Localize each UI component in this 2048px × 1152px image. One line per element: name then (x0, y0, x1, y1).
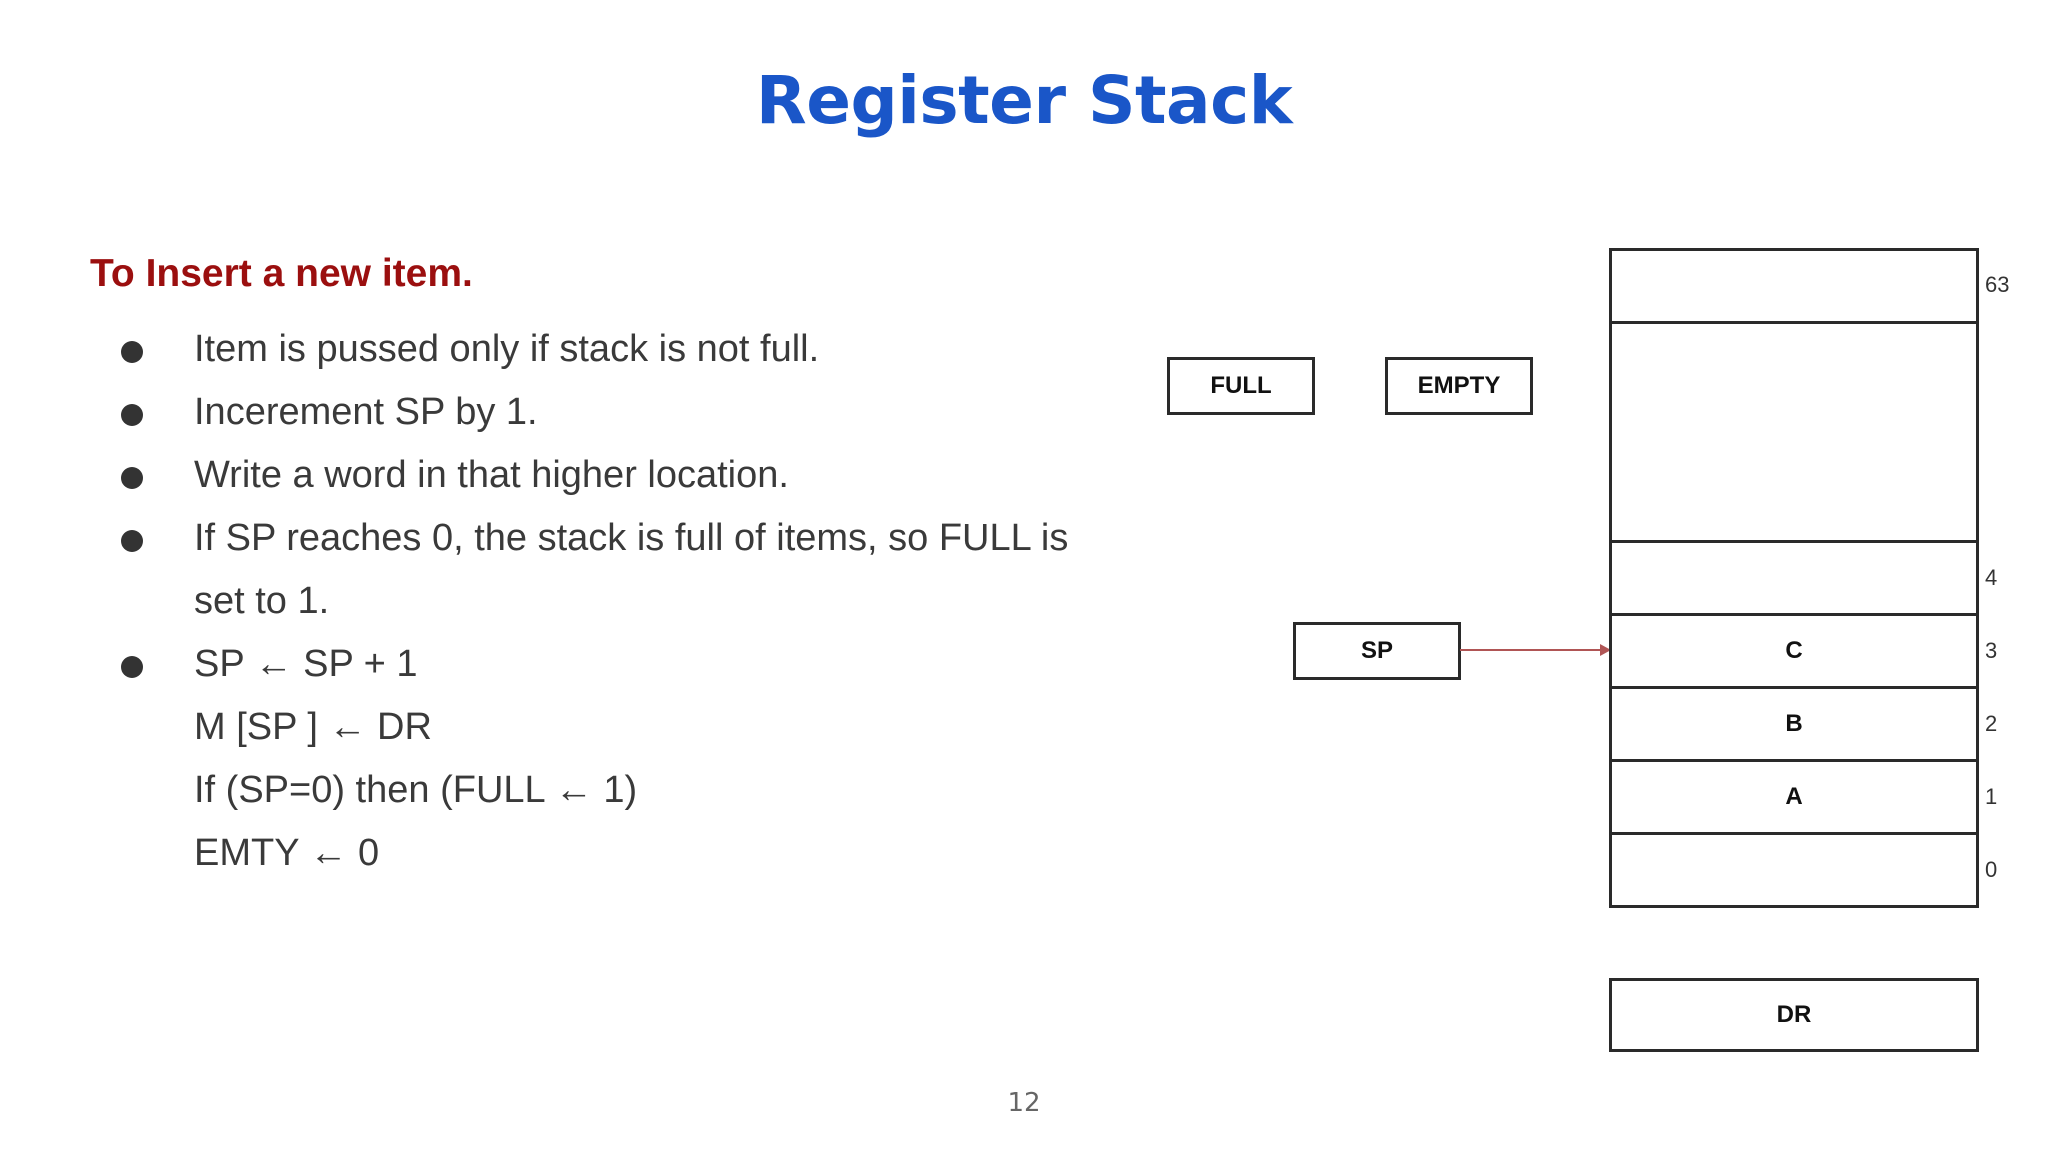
bullet-line: Incerement SP by 1. (194, 391, 538, 433)
stack-index-label: 3 (1985, 638, 1998, 663)
sp-pointer-arrow-icon (1460, 644, 1611, 656)
sp-register-box: SP (1293, 622, 1461, 680)
stack-index-label: 4 (1985, 565, 1998, 590)
slide-title: Register Stack (755, 62, 1293, 139)
bullet-dot-icon (121, 656, 143, 678)
memory-stack: C B A (1609, 248, 1979, 908)
page-number: 12 (1007, 1088, 1041, 1118)
stack-cell-gap (1612, 324, 1976, 543)
bullet-line-continuation: set to 1. (194, 580, 330, 622)
bullet-dot-icon (121, 404, 143, 426)
stack-cell-4 (1612, 543, 1976, 616)
stack-index-label: 0 (1985, 857, 1998, 882)
bullet-line-continuation: M [SP ] ← DR (194, 706, 432, 748)
stack-cell-63 (1612, 251, 1976, 324)
stack-index-label: 63 (1985, 272, 2010, 297)
bullet-dot-icon (121, 341, 143, 363)
section-heading: To Insert a new item. (90, 252, 473, 295)
bullet-line: SP ← SP + 1 (194, 643, 418, 685)
full-flag-box: FULL (1167, 357, 1315, 415)
bullet-line: Item is pussed only if stack is not full… (194, 328, 820, 370)
stack-index-label: 1 (1985, 784, 1998, 809)
stack-cell-1: A (1612, 762, 1976, 835)
bullet-line: If SP reaches 0, the stack is full of it… (194, 517, 1069, 559)
stack-cell-0 (1612, 835, 1976, 905)
bullet-line-continuation: EMTY ← 0 (194, 832, 380, 874)
stack-cell-3: C (1612, 616, 1976, 689)
stack-cell-2: B (1612, 689, 1976, 762)
empty-flag-box: EMPTY (1385, 357, 1533, 415)
bullet-line: Write a word in that higher location. (194, 454, 789, 496)
stack-index-label: 2 (1985, 711, 1998, 736)
bullet-dot-icon (121, 467, 143, 489)
bullet-dot-icon (121, 530, 143, 552)
dr-register-box: DR (1609, 978, 1979, 1052)
bullet-line-continuation: If (SP=0) then (FULL ← 1) (194, 769, 638, 811)
